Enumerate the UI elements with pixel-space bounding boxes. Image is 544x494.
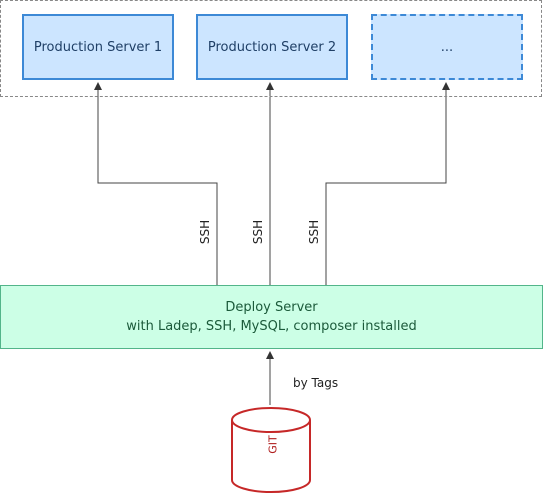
server-label: ... (440, 39, 454, 55)
server-label: Production Server 2 (207, 39, 337, 55)
deploy-server-description: with Ladep, SSH, MySQL, composer install… (126, 319, 417, 334)
git-label: GIT (266, 435, 280, 454)
ssh-label-1: SSH (198, 219, 213, 245)
server-label: Production Server 1 (33, 39, 163, 55)
production-cluster (0, 0, 542, 97)
ssh-label-2: SSH (251, 219, 266, 245)
ssh-connector-1 (94, 82, 221, 292)
git-database-icon (231, 407, 311, 493)
deploy-server-title: Deploy Server (225, 300, 318, 315)
ssh-label-3: SSH (307, 219, 322, 245)
deploy-server: Deploy Server with Ladep, SSH, MySQL, co… (0, 285, 543, 349)
ssh-connector-3 (322, 82, 450, 292)
production-server-1: Production Server 1 (22, 14, 174, 80)
production-server-more: ... (371, 14, 523, 80)
production-server-2: Production Server 2 (196, 14, 348, 80)
by-tags-label: by Tags (293, 376, 339, 390)
